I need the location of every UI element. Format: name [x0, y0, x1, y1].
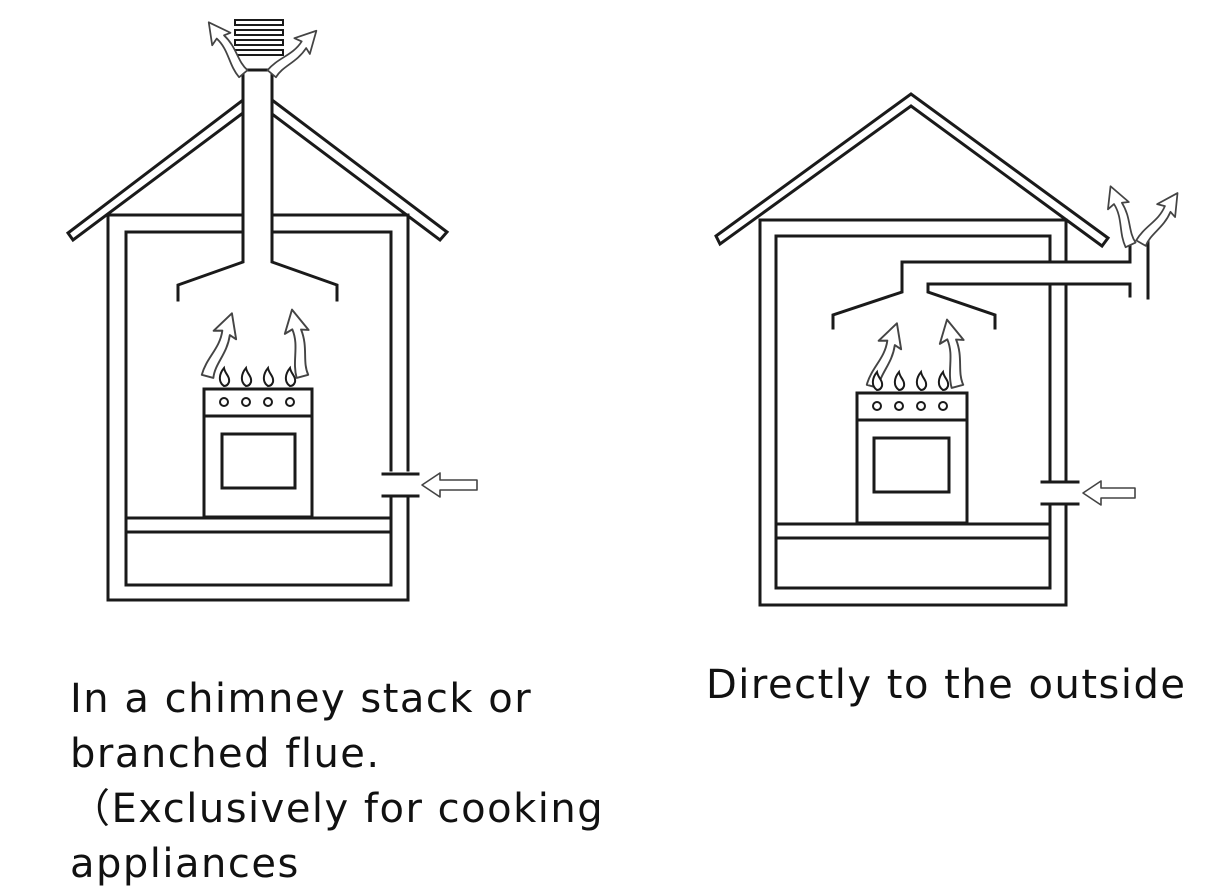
caption-line: （Exclusively for cooking	[70, 786, 605, 832]
counter-left	[124, 516, 393, 534]
chimney-cap-icon	[234, 19, 284, 56]
house-chimney	[65, 15, 478, 602]
walls-right	[758, 218, 1068, 607]
caption-chimney: In a chimney stack or branched flue. （Ex…	[70, 672, 604, 892]
stove-right	[855, 371, 969, 525]
roof-right	[714, 92, 1111, 249]
house-direct-outside	[714, 92, 1187, 607]
caption-line: appliances	[70, 841, 300, 887]
caption-line: branched flue.	[70, 731, 381, 777]
exhaust-duct	[831, 236, 1150, 330]
roof-left	[65, 96, 450, 243]
caption-line: In a chimney stack or	[70, 676, 533, 722]
walls-left	[106, 213, 410, 602]
stove-left	[202, 367, 314, 519]
caption-direct-outside: Directly to the outside	[706, 662, 1187, 708]
chimney-flue	[176, 68, 339, 302]
exhaust-arrows-outside-icon	[1098, 181, 1187, 253]
rising-air-arrows-icon	[200, 305, 321, 382]
air-inlet-right	[1040, 480, 1136, 506]
counter-right	[774, 522, 1052, 540]
air-inlet-left	[381, 472, 478, 498]
